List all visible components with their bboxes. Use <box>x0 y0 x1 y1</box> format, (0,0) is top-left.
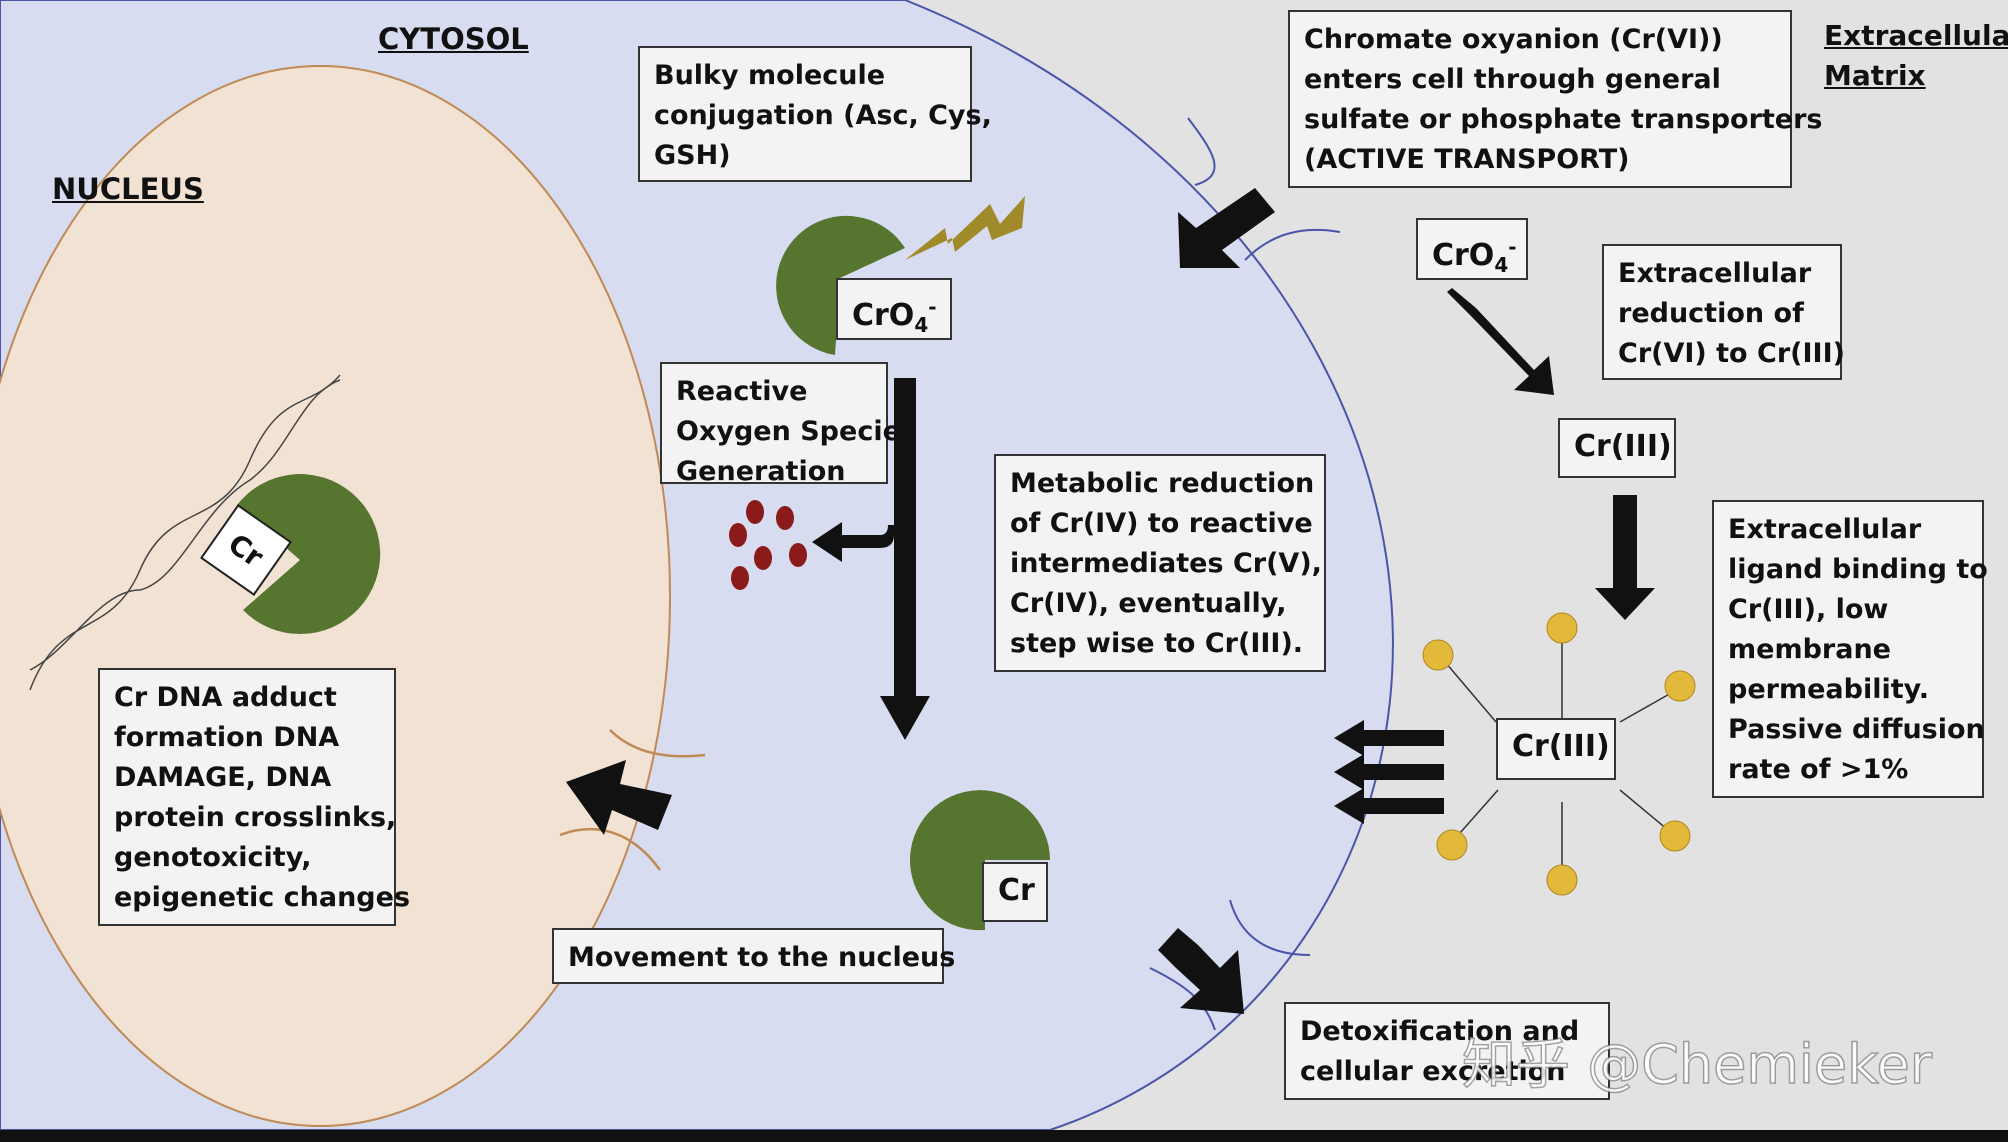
dna-line: DAMAGE, DNA <box>114 762 332 793</box>
detox-line: cellular excretion <box>1300 1056 1566 1087</box>
transporter-arc <box>1244 228 1341 261</box>
protein-shape-nucleus <box>237 474 381 635</box>
ecm-line-1: Extracellular <box>1824 19 2008 52</box>
detox-box: Detoxification and cellular excretion <box>1284 1002 1610 1100</box>
cro4-label-extracellular: CrO4- <box>1416 218 1528 280</box>
ligand-line: permeability. <box>1728 674 1929 705</box>
dna-line: protein crosslinks, <box>114 802 397 833</box>
dna-damage-box: Cr DNA adduct formation DNA DAMAGE, DNA … <box>98 668 411 926</box>
cytosol-label: CYTOSOL <box>378 22 529 56</box>
dna-line: formation DNA <box>114 722 340 753</box>
dna-line: epigenetic changes <box>114 882 411 913</box>
ligand-line: ligand binding to <box>1728 554 1988 585</box>
cro4-sup: - <box>1508 235 1517 259</box>
cr3-label-complex: Cr(III) <box>1496 718 1616 780</box>
transporter-arc <box>1187 117 1216 186</box>
nucleus-label: NUCLEUS <box>52 172 204 206</box>
ros-box: Reactive Oxygen Species Generation <box>660 362 917 487</box>
movement-box: Movement to the nucleus <box>552 928 956 984</box>
metabolic-line: of Cr(IV) to reactive <box>1010 508 1313 539</box>
ros-dots <box>729 500 807 590</box>
ligand-binding-box: Extracellular ligand binding to Cr(III),… <box>1712 500 1988 798</box>
dna-line: genotoxicity, <box>114 842 312 873</box>
bottom-rule <box>0 1130 2008 1142</box>
ligand-line: Passive diffusion <box>1728 714 1985 745</box>
cr-label-cytosol: Cr <box>982 862 1048 922</box>
ligand-down-arrow <box>1595 495 1655 620</box>
watermark: 知乎 @Chemieker <box>1461 1032 1932 1097</box>
nuclear-pore-arc <box>609 729 706 758</box>
bulky-line: conjugation (Asc, Cys, <box>654 100 992 131</box>
transporter-arc <box>1149 967 1216 1031</box>
dna-line: Cr DNA adduct <box>114 682 337 713</box>
cro4-sup: - <box>928 295 937 319</box>
extra-reduction-line: reduction of <box>1618 298 1804 329</box>
cr-text: Cr <box>998 873 1035 908</box>
ros-line: Reactive <box>676 376 808 407</box>
chromate-entry-line: sulfate or phosphate transporters <box>1304 104 1823 135</box>
nuclear-pore-arc <box>559 827 662 871</box>
cro4-base: CrO <box>852 298 915 333</box>
ligand-line: rate of >1% <box>1728 754 1909 785</box>
cr3-text: Cr(III) <box>1574 429 1672 464</box>
extra-reduction-line: Cr(VI) to Cr(III) <box>1618 338 1845 369</box>
cr3-label-reduced: Cr(III) <box>1558 418 1676 478</box>
extracellular-matrix-label: Extracellular Matrix <box>1824 16 2008 96</box>
reduction-arrow <box>812 378 930 740</box>
metabolic-line: Metabolic reduction <box>1010 468 1315 499</box>
bulky-line: Bulky molecule <box>654 60 886 91</box>
cro4-base: CrO <box>1432 238 1495 273</box>
excretion-arrow <box>1158 928 1244 1014</box>
protein-shape-lower <box>910 790 1050 931</box>
dna-strand <box>29 379 341 671</box>
diffusion-arrows <box>1334 720 1444 824</box>
cro4-sub: 4 <box>914 313 929 337</box>
ligand-beads <box>1422 612 1696 896</box>
ecm-line-2: Matrix <box>1824 59 1926 92</box>
ros-line: Generation <box>676 456 846 487</box>
ligand-line: membrane <box>1728 634 1891 665</box>
cro4-sub: 4 <box>1494 253 1509 277</box>
bulky-line: GSH) <box>654 140 731 171</box>
ros-line: Oxygen Species <box>676 416 917 447</box>
protein-shape-upper <box>776 215 905 355</box>
extra-reduction-line: Extracellular <box>1618 258 1812 289</box>
chromate-entry-line: Chromate oxyanion (Cr(VI)) <box>1304 24 1723 55</box>
reduction-down-arrow <box>1447 288 1554 395</box>
cro4-label-cytosol: CrO4- <box>836 278 952 340</box>
dna-strand <box>29 374 341 691</box>
metabolic-line: step wise to Cr(III). <box>1010 628 1304 659</box>
extracellular-reduction-box: Extracellular reduction of Cr(VI) to Cr(… <box>1602 244 1845 380</box>
ligand-complex <box>1439 630 1681 880</box>
movement-label: Movement to the nucleus <box>568 942 956 973</box>
chromate-entry-box: Chromate oxyanion (Cr(VI)) enters cell t… <box>1288 10 1823 188</box>
metabolic-line: Cr(IV), eventually, <box>1010 588 1287 619</box>
metabolic-line: intermediates Cr(V), <box>1010 548 1322 579</box>
cr-tag-nucleus <box>200 504 292 596</box>
cr3-text: Cr(III) <box>1512 729 1610 764</box>
chromate-entry-line: (ACTIVE TRANSPORT) <box>1304 144 1630 175</box>
detox-line: Detoxification and <box>1300 1016 1580 1047</box>
chromate-entry-line: enters cell through general <box>1304 64 1721 95</box>
bulky-conjugation-box: Bulky molecule conjugation (Asc, Cys, GS… <box>638 46 992 182</box>
metabolic-reduction-box: Metabolic reduction of Cr(IV) to reactiv… <box>994 454 1326 672</box>
transporter-arc <box>1229 899 1311 956</box>
ligand-line: Cr(III), low <box>1728 594 1889 625</box>
ligand-line: Extracellular <box>1728 514 1922 545</box>
lightning-icon <box>905 196 1025 260</box>
to-nucleus-arrow <box>566 760 672 835</box>
entry-arrow <box>1178 188 1275 268</box>
